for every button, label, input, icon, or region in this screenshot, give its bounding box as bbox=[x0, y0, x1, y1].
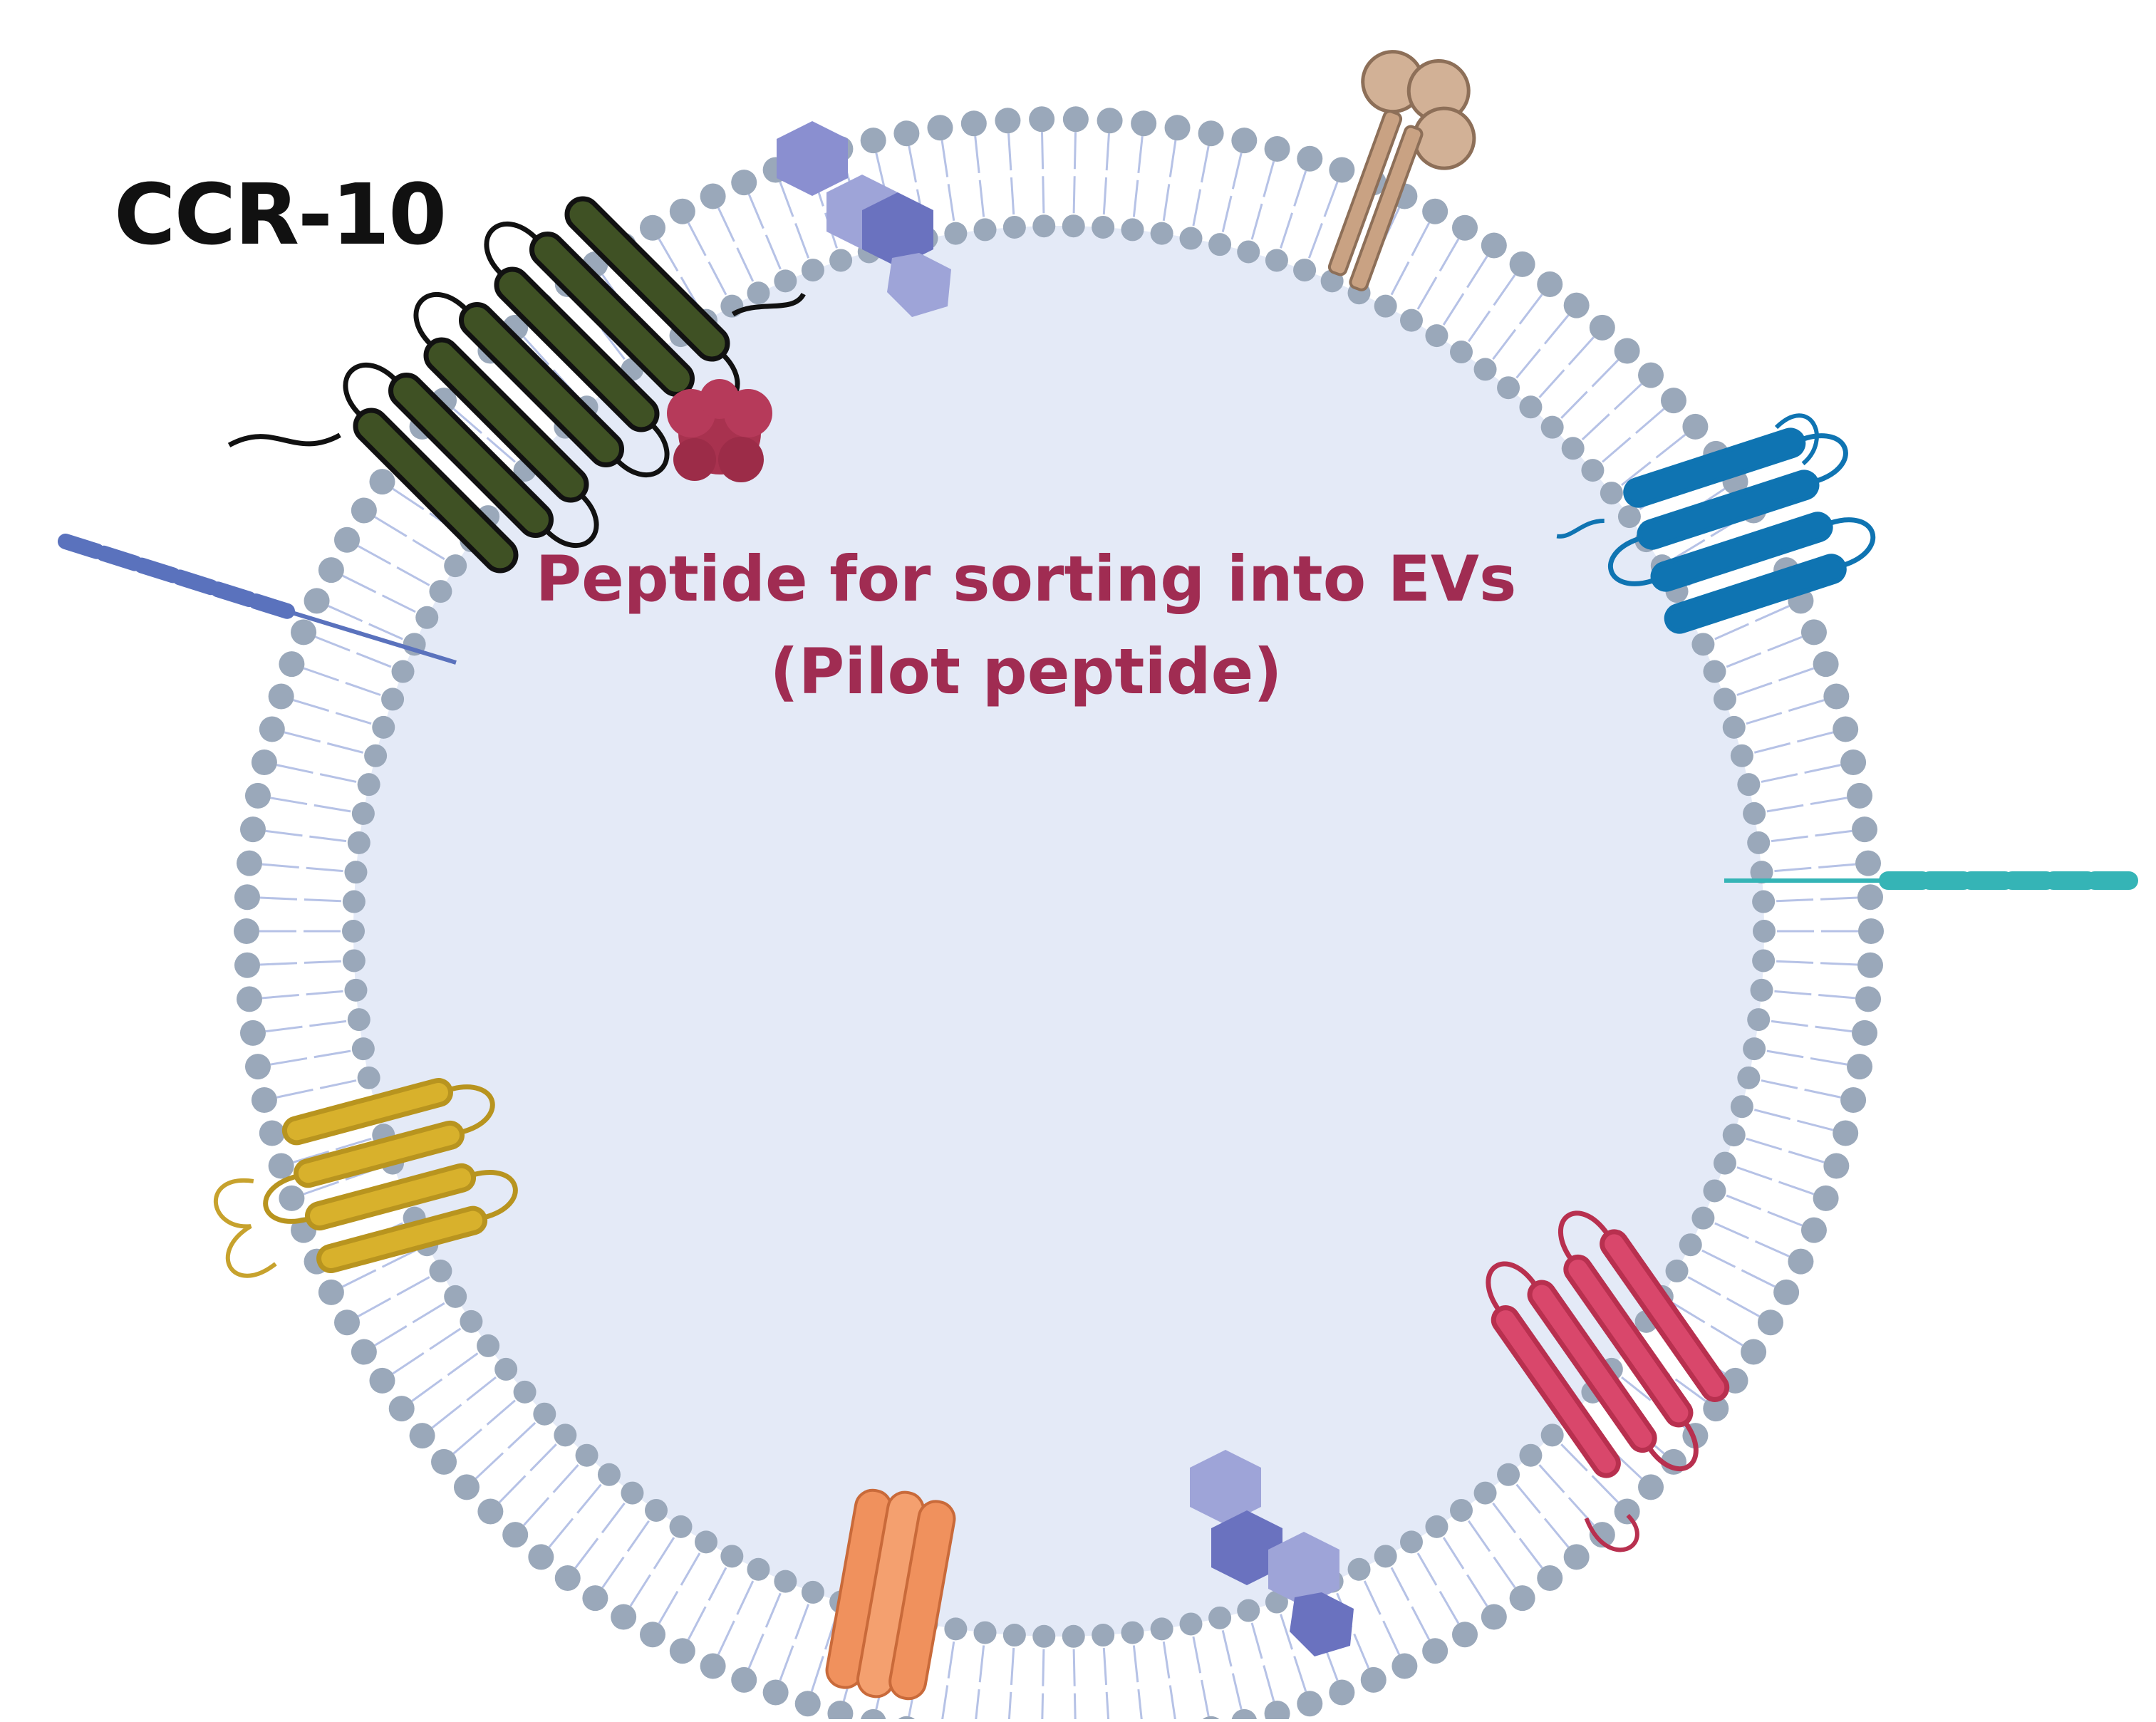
pilot-peptide-icon bbox=[667, 379, 772, 482]
pilot-peptide-label: Peptide for sorting into EVs (Pilot pept… bbox=[456, 533, 1596, 718]
orange-channel-icon bbox=[825, 1488, 956, 1701]
left-anchored-protein bbox=[58, 534, 457, 665]
ccr10-label: CCR-10 bbox=[114, 165, 447, 264]
pilot-peptide-label-line2: (Pilot peptide) bbox=[769, 635, 1282, 708]
pilot-peptide-label-line1: Peptide for sorting into EVs bbox=[535, 542, 1517, 616]
yellow-receptor-icon bbox=[213, 1078, 518, 1278]
bottom-glycan-icon bbox=[1190, 1450, 1354, 1656]
tan-receptor-icon bbox=[1327, 50, 1476, 291]
pink-receptor-icon bbox=[1486, 1210, 1730, 1552]
ccr10-receptor bbox=[227, 196, 806, 574]
top-glycan-icon bbox=[777, 121, 951, 317]
blue-receptor-icon bbox=[1556, 413, 1876, 634]
vesicle-lumen bbox=[353, 226, 1764, 1637]
